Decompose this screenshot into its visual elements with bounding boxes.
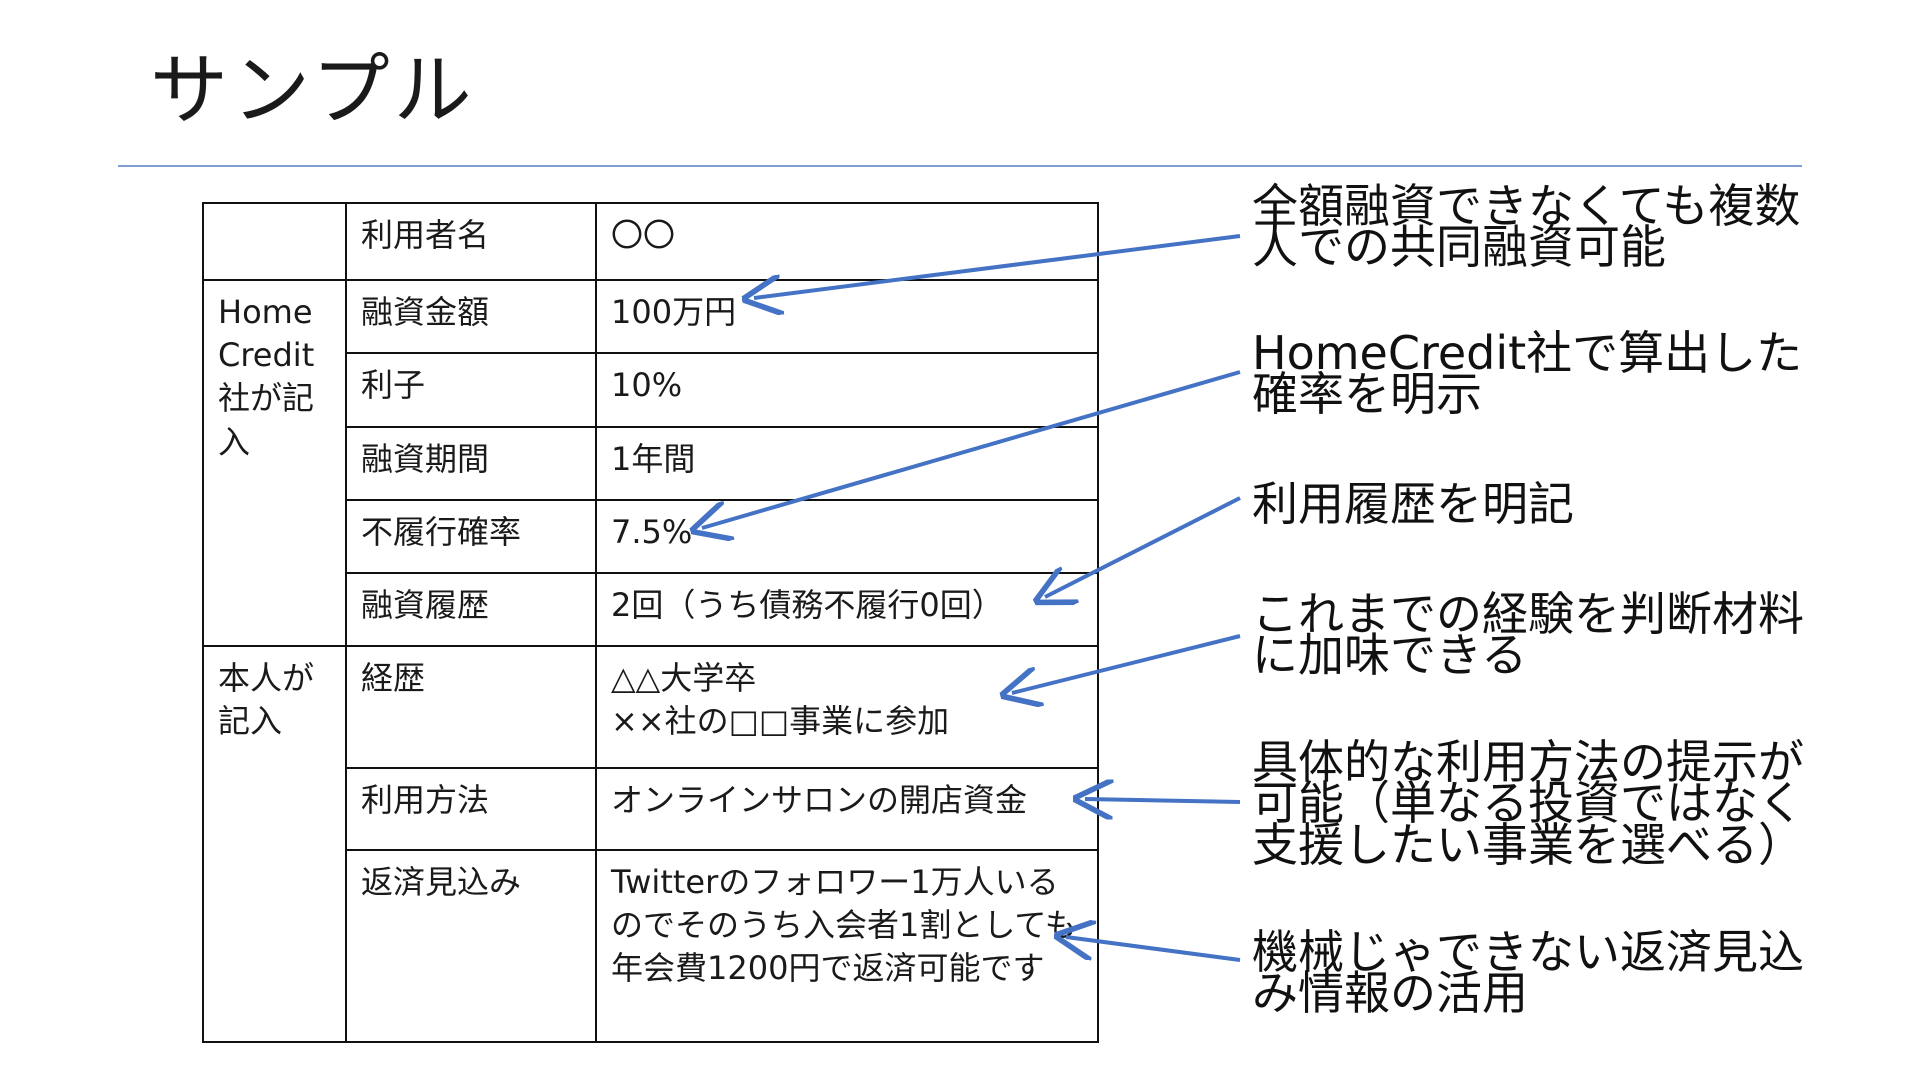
table-row: Home Credit社が記入 融資金額 100万円 xyxy=(202,279,1099,647)
table-row: 利用方法 オンラインサロンの開店資金 xyxy=(203,767,1099,851)
annotation-probability: HomeCredit社で算出した 確率を明示 xyxy=(1252,326,1803,422)
table-cell-value-user-name: 〇〇 xyxy=(595,202,1099,281)
table-cell-label-default-probability: 不履行確率 xyxy=(345,499,597,574)
annotation-line: 可能（単なる投資ではなく xyxy=(1252,776,1804,831)
table-cell-value-default-probability: 7.5% xyxy=(595,499,1099,574)
annotation-usage-history: 利用履歴を明記 xyxy=(1252,477,1574,531)
table-row: 返済見込み Twitterのフォロワー1万人いるのでそのうち入会者1割としても年… xyxy=(203,849,1099,1043)
annotation-line: 利用履歴を明記 xyxy=(1252,477,1574,531)
career-line-2: ××社の□□事業に参加 xyxy=(611,702,950,741)
table-cell-value-usage: オンラインサロンの開店資金 xyxy=(595,767,1099,851)
annotation-line: 具体的な利用方法の提示が xyxy=(1252,735,1804,789)
annotation-usage-method: 具体的な利用方法の提示が 可能（単なる投資ではなく 支援したい事業を選べる） xyxy=(1252,735,1804,872)
table-cell-value-career: △△大学卒 ××社の□□事業に参加 xyxy=(595,645,1099,769)
annotation-line: 確率を明示 xyxy=(1252,367,1482,422)
table-cell-label-repayment-outlook: 返済見込み xyxy=(345,849,597,1043)
table-cell-value-loan-amount: 100万円 xyxy=(595,279,1099,354)
title-divider xyxy=(118,165,1802,167)
annotation-line: 人での共同融資可能 xyxy=(1252,220,1666,275)
table-cell-value-interest: 10% xyxy=(595,352,1099,428)
sample-table: 利用者名 〇〇 Home Credit社が記入 融資金額 100万円 利子 10… xyxy=(202,202,1099,1043)
table-cell-label-loan-history: 融資履歴 xyxy=(345,572,597,647)
table-cell-value-repayment-outlook: Twitterのフォロワー1万人いるのでそのうち入会者1割としても年会費1200… xyxy=(595,849,1099,1043)
annotation-repayment-info: 機械じゃできない返済見込 み情報の活用 xyxy=(1252,925,1804,1021)
table-cell-label-interest: 利子 xyxy=(345,352,597,428)
table-cell-label-career: 経歴 xyxy=(345,645,597,769)
annotation-line: に加味できる xyxy=(1252,628,1528,683)
table-cell-value-loan-period: 1年間 xyxy=(595,426,1099,501)
annotation-line: これまでの経験を判断材料 xyxy=(1252,587,1804,641)
annotation-line: 機械じゃできない返済見込 xyxy=(1252,925,1804,979)
table-cell-label-loan-period: 融資期間 xyxy=(345,426,597,501)
annotation-joint-financing: 全額融資できなくても複数 人での共同融資可能 xyxy=(1252,179,1801,275)
arrow-to-usage-method xyxy=(1085,799,1241,802)
annotation-experience: これまでの経験を判断材料 に加味できる xyxy=(1252,587,1804,683)
annotation-line: HomeCredit社で算出した xyxy=(1252,326,1803,380)
table-cell-group-homecredit: Home Credit社が記入 xyxy=(202,279,347,647)
annotation-line: み情報の活用 xyxy=(1252,966,1528,1021)
table-row: 利用者名 〇〇 xyxy=(202,202,1099,281)
table-row: 本人が記入 経歴 △△大学卒 ××社の□□事業に参加 xyxy=(202,645,1099,1043)
annotation-line: 全額融資できなくても複数 xyxy=(1252,179,1801,233)
table-cell-group-self: 本人が記入 xyxy=(202,645,347,1043)
table-cell-label-loan-amount: 融資金額 xyxy=(345,279,597,354)
career-line-1: △△大学卒 xyxy=(611,659,757,697)
table-cell-empty xyxy=(202,202,347,281)
table-cell-label-usage: 利用方法 xyxy=(345,767,597,851)
slide-title: サンプル xyxy=(150,46,476,136)
annotation-line: 支援したい事業を選べる） xyxy=(1252,817,1804,872)
table-cell-label-user-name: 利用者名 xyxy=(345,202,597,281)
table-cell-value-loan-history: 2回（うち債務不履行0回） xyxy=(595,572,1099,647)
